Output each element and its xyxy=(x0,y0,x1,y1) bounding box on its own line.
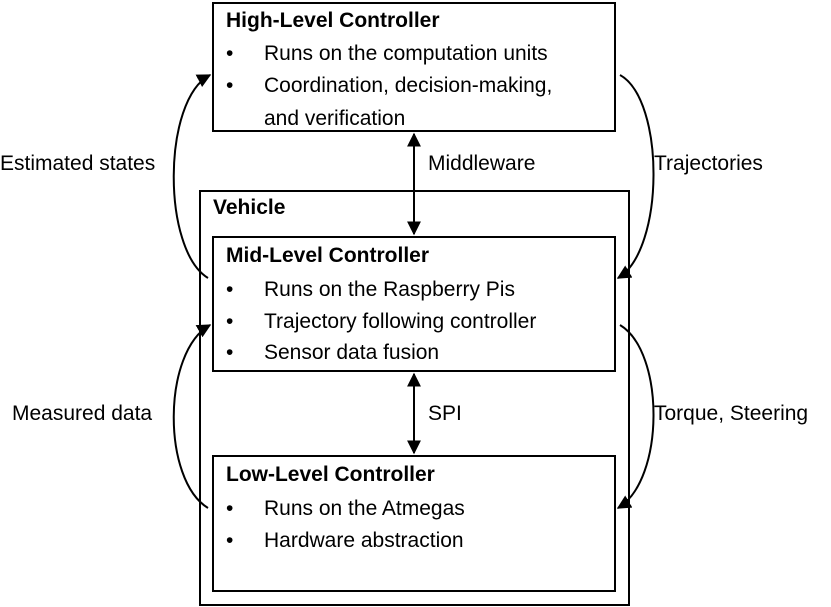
mid-level-controller-title: Mid-Level Controller xyxy=(226,244,430,267)
low-level-controller-box: Low-Level Controller Runs on the Atmegas… xyxy=(212,455,616,592)
torque-steering-label: Torque, Steering xyxy=(654,402,809,425)
bullet-item: Trajectory following controller xyxy=(216,306,536,338)
mid-level-controller-box: Mid-Level Controller Runs on the Raspber… xyxy=(212,236,616,372)
high-level-controller-bullets: Runs on the computation units Coordinati… xyxy=(216,38,552,101)
vehicle-label: Vehicle xyxy=(213,196,286,219)
low-level-controller-bullets: Runs on the Atmegas Hardware abstraction xyxy=(216,493,465,556)
bullet-continuation: and verification xyxy=(264,107,406,130)
trajectories-arrow xyxy=(616,74,655,279)
bullet-item: Runs on the Atmegas xyxy=(216,493,465,525)
low-level-controller-title: Low-Level Controller xyxy=(226,463,435,486)
bullet-item: Coordination, decision-making, xyxy=(216,70,552,102)
measured-data-arrow xyxy=(172,324,212,509)
middleware-label: Middleware xyxy=(428,152,536,175)
trajectories-label: Trajectories xyxy=(654,152,763,175)
mid-level-controller-bullets: Runs on the Raspberry Pis Trajectory fol… xyxy=(216,274,536,369)
high-level-controller-title: High-Level Controller xyxy=(226,9,440,32)
bullet-item: Sensor data fusion xyxy=(216,337,536,369)
bullet-item: Runs on the computation units xyxy=(216,38,552,70)
bullet-item: Hardware abstraction xyxy=(216,525,465,557)
torque-steering-arrow xyxy=(616,324,655,509)
measured-data-label: Measured data xyxy=(12,402,153,425)
bullet-item: Runs on the Raspberry Pis xyxy=(216,274,536,306)
high-level-controller-box: High-Level Controller Runs on the comput… xyxy=(212,2,616,132)
spi-label: SPI xyxy=(428,402,462,425)
estimated-states-label: Estimated states xyxy=(0,152,156,175)
estimated-states-arrow xyxy=(172,74,212,279)
